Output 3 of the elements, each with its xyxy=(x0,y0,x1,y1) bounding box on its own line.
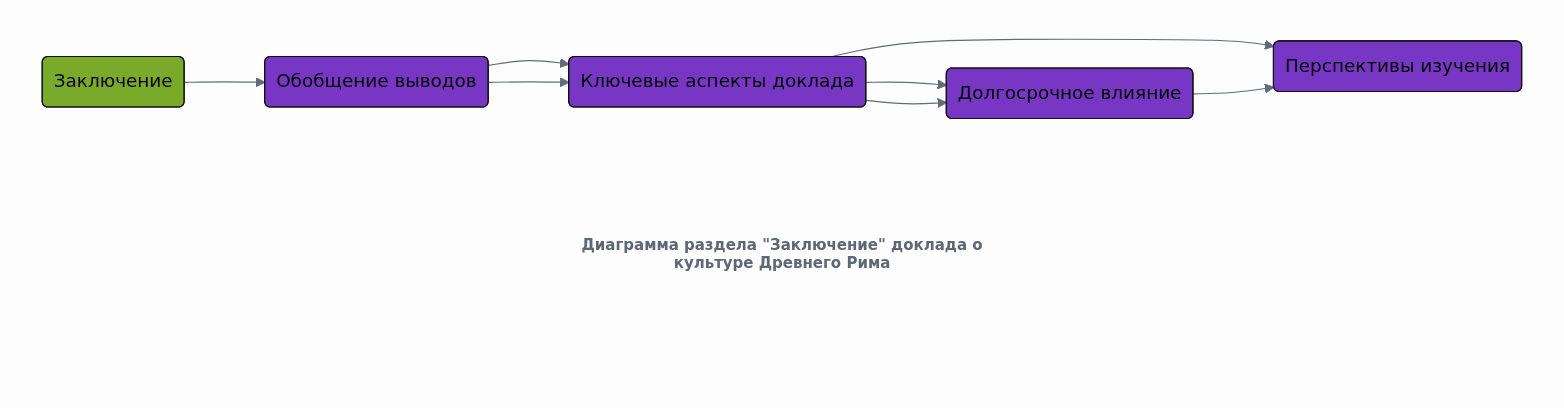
arrow xyxy=(488,58,570,68)
caption: Диаграмма раздела "Заключение" доклада о культуре Древнего Рима xyxy=(580,236,984,272)
arrow xyxy=(1193,83,1275,95)
